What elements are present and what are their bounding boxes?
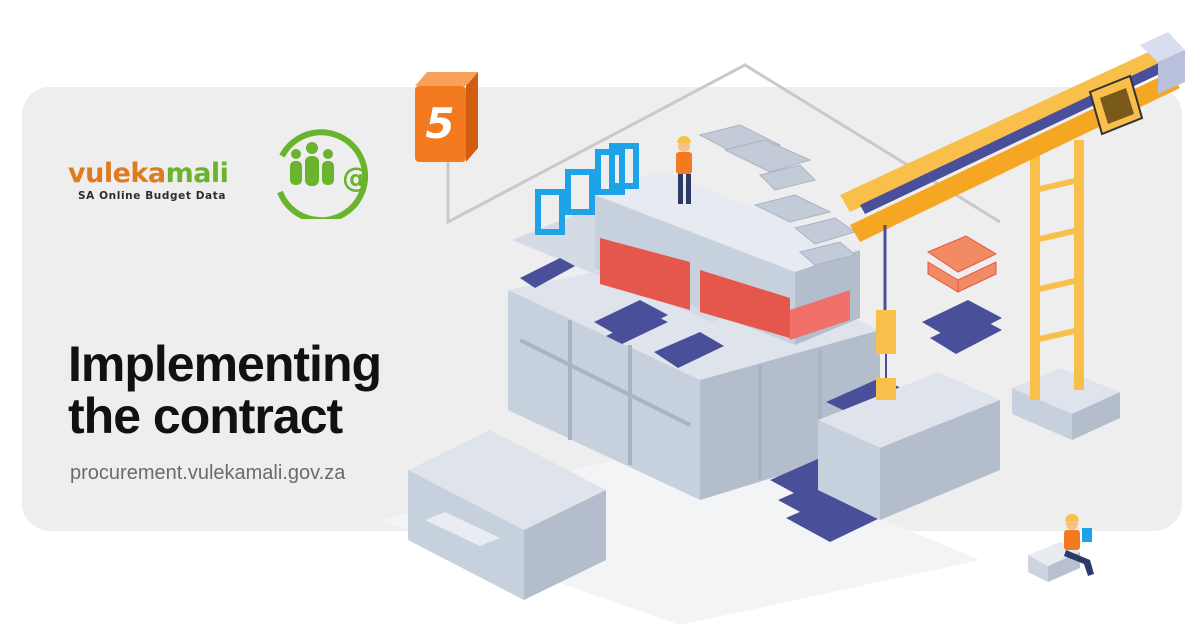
side-platform (818, 372, 1000, 520)
title-line-1: Implementing (68, 336, 382, 392)
step-number: 5 (425, 99, 454, 148)
building-upper (512, 124, 860, 345)
vulekamali-people-icon: @ (277, 129, 368, 219)
vulekamali-logo[interactable]: vulekamali SA Online Budget Data @ (68, 124, 368, 219)
step-badge-icon: 5 (415, 72, 478, 162)
logo-at-symbol: @ (342, 161, 368, 194)
connector-line (446, 63, 1001, 225)
page-title: Implementing the contract (68, 336, 382, 444)
worker-icon (676, 136, 692, 204)
site-url[interactable]: procurement.vulekamali.gov.za (70, 462, 346, 484)
crane-icon (840, 32, 1185, 440)
tablet-worker-icon (1028, 514, 1094, 582)
left-table-structure (408, 430, 606, 600)
logo-tagline: SA Online Budget Data (78, 190, 227, 202)
logo-word-mali: mali (165, 158, 229, 189)
title-line-2: the contract (68, 388, 343, 444)
logo-word-vuleka: vuleka (68, 158, 166, 189)
logo-wordmark: vulekamali (68, 158, 229, 189)
